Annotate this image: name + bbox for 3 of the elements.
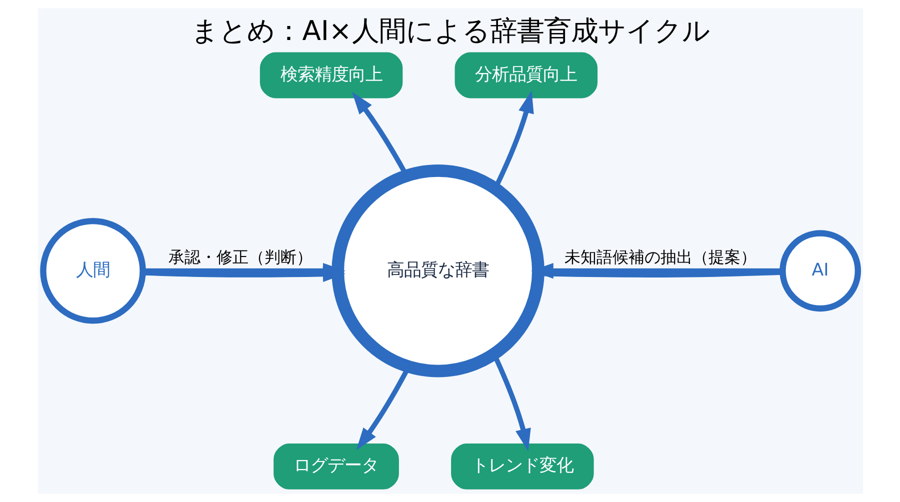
edge-label: 未知語候補の抽出（提案） (564, 248, 756, 267)
edge-label: 承認・修正（判断） (168, 248, 312, 267)
diagram-title: まとめ：AI×人間による辞書育成サイクル (190, 16, 710, 47)
